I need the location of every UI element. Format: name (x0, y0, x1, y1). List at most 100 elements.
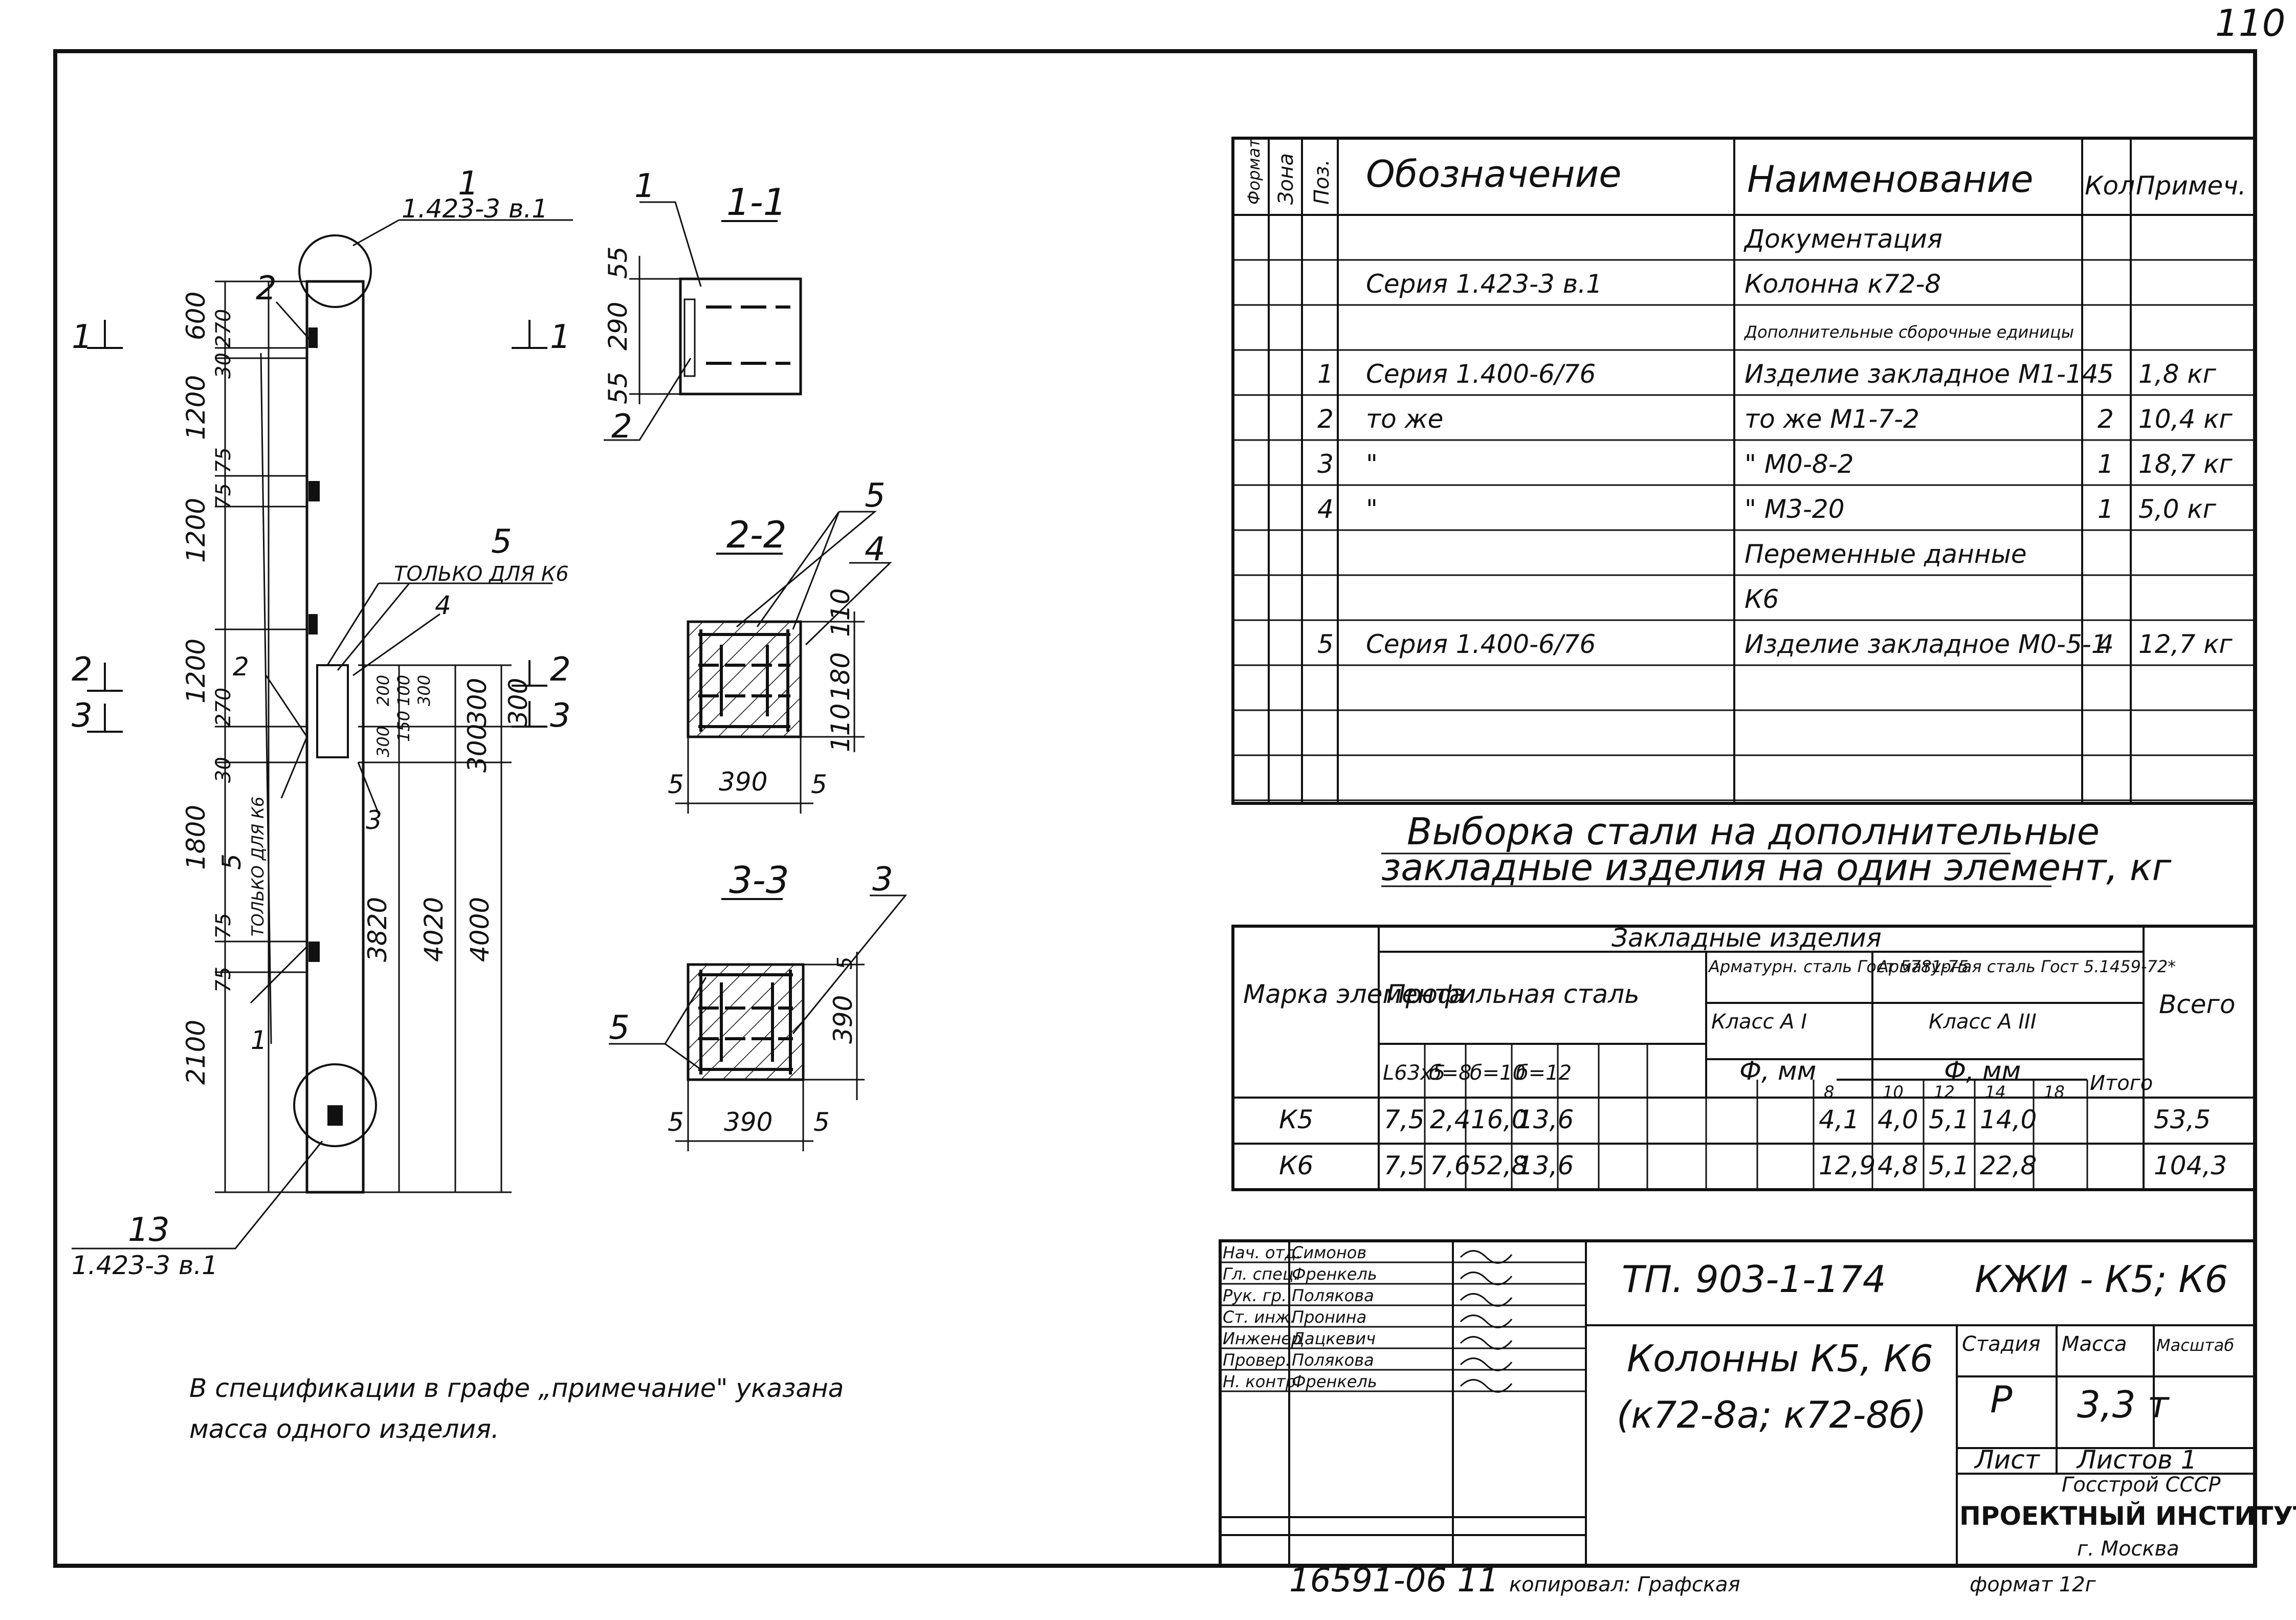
steel-dia-head: 12 (1934, 1082, 1955, 1102)
svg-text:Закладные изделия: Закладные изделия (1611, 923, 1882, 953)
spec-name: Изделие закладное М1-14 (1745, 359, 2099, 389)
spec-name: Изделие закладное М0-5-1 (1745, 629, 2108, 659)
svg-text:Кол: Кол (2085, 171, 2135, 201)
signature (1460, 1293, 1513, 1307)
spec-note: 12,7 кг (2138, 629, 2233, 659)
callout-top-num: 1 (458, 165, 479, 203)
svg-text:г. Москва: г. Москва (2077, 1537, 2179, 1561)
svg-text:ТП. 903-1-174: ТП. 903-1-174 (1622, 1258, 1886, 1301)
svg-text:1200: 1200 (181, 639, 211, 704)
spec-row: Дополнительные сборочные единицы (1743, 322, 2074, 342)
svg-text:Госстрой СССР: Госстрой СССР (2062, 1473, 2221, 1497)
svg-text:3820: 3820 (363, 897, 392, 962)
steel-value: 12,9 (1819, 1151, 1875, 1180)
svg-text:2: 2 (611, 408, 632, 446)
tb-role: Рук. гр. (1223, 1286, 1287, 1305)
steel-value: 52,8 (1471, 1151, 1528, 1180)
spec-name: К6 (1745, 584, 1779, 614)
svg-text:270: 270 (212, 688, 235, 727)
spec-pos: 3 (1317, 449, 1334, 479)
steel-dia-head: 14 (1985, 1082, 2006, 1102)
svg-text:Р: Р (1990, 1378, 2013, 1421)
steel-mark: К5 (1279, 1105, 1313, 1134)
tb-role: Гл. спец. (1223, 1264, 1299, 1284)
svg-text:55: 55 (603, 246, 633, 279)
section-marks (87, 320, 547, 733)
spec-row: Переменные данные (1745, 539, 2027, 569)
svg-text:Класс А III: Класс А III (1929, 1010, 2037, 1034)
svg-text:Класс А I: Класс А I (1711, 1010, 1807, 1034)
dims-left: 600 270 30 1200 75 75 1200 1200 270 30 1… (181, 292, 235, 1085)
svg-text:Формат: Формат (1244, 138, 1264, 205)
svg-text:Марка элемента: Марка элемента (1243, 979, 1465, 1009)
footer-format: формат 12г (1970, 1573, 2096, 1596)
signature (1460, 1336, 1513, 1350)
spec-designation: то же (1366, 404, 1443, 434)
svg-text:270: 270 (212, 309, 235, 348)
steel-value: 14,0 (1980, 1105, 2037, 1134)
svg-text:Зона: Зона (1274, 153, 1298, 205)
tb-role: Ст. инж. (1223, 1307, 1295, 1327)
svg-text:Поз.: Поз. (1310, 159, 1334, 205)
svg-text:Профильная сталь: Профильная сталь (1386, 979, 1640, 1009)
svg-text:5: 5 (668, 1107, 684, 1137)
section-1-1-title: 1-1 (726, 181, 787, 224)
spec-pos: 1 (1317, 359, 1334, 389)
steel-title-2: закладные изделия на один элемент, кг (1381, 846, 2172, 889)
spec-name: Переменные данные (1745, 539, 2027, 569)
svg-text:3: 3 (72, 697, 93, 735)
spec-pos: 5 (1317, 629, 1334, 659)
spec-name: то же М1-7-2 (1745, 404, 1919, 434)
steel-value: 22,8 (1980, 1151, 2037, 1180)
spec-pos: 4 (1317, 494, 1334, 524)
svg-text:5: 5 (813, 1107, 830, 1137)
svg-text:100: 100 (394, 675, 413, 706)
svg-text:Арматурная сталь Гост 5.1459-7: Арматурная сталь Гост 5.1459-72* (1876, 957, 2176, 976)
svg-text:200: 200 (373, 675, 393, 706)
svg-text:1200: 1200 (181, 498, 211, 563)
steel-value: 2,4 (1430, 1105, 1471, 1134)
signature (1460, 1272, 1513, 1285)
spec-row: К6 (1745, 584, 1779, 614)
svg-text:75: 75 (212, 447, 235, 473)
steel-total: 53,5 (2154, 1105, 2211, 1134)
spec-note: 1,8 кг (2138, 359, 2217, 389)
steel-dia-head: 18 (2044, 1082, 2065, 1102)
signature (1460, 1358, 1513, 1371)
svg-text:4020: 4020 (419, 897, 449, 962)
steel-value: 5,1 (1929, 1151, 1970, 1180)
svg-text:300: 300 (414, 675, 434, 706)
svg-text:Лист: Лист (1974, 1445, 2041, 1475)
svg-text:Итого: Итого (2090, 1071, 2153, 1095)
callout-bottom-ref: 1.423-3 в.1 (72, 1251, 218, 1280)
tb-name: Френкель (1292, 1264, 1377, 1284)
signature (1460, 1379, 1513, 1393)
section-3-3: 3-3 390 390 5 5 5 3 5 (609, 859, 908, 1151)
spec-designation: Серия 1.423-3 в.1 (1366, 269, 1602, 299)
steel-value: 13,6 (1517, 1151, 1574, 1180)
svg-text:2: 2 (233, 652, 249, 682)
svg-text:1: 1 (550, 318, 571, 356)
tb-role: Н. контр. (1223, 1372, 1301, 1391)
svg-text:180: 180 (826, 652, 855, 701)
svg-text:110: 110 (826, 588, 855, 637)
footer-copied: копировал: Графская (1509, 1573, 1740, 1596)
spec-pos: 2 (1317, 404, 1334, 434)
spec-table: Формат Зона Поз. Обозначение Наименовани… (1231, 137, 2257, 805)
steel-dia-head: 8 (1824, 1082, 1834, 1102)
section-2-2-title: 2-2 (726, 513, 787, 556)
steel-value: 4,0 (1878, 1105, 1918, 1134)
signature (1460, 1250, 1513, 1264)
svg-text:Масштаб: Масштаб (2156, 1336, 2234, 1355)
svg-text:1: 1 (72, 318, 93, 356)
svg-text:4000: 4000 (465, 897, 495, 962)
steel-dia-head: 10 (1883, 1082, 1904, 1102)
only-k6-top: ТОЛЬКО ДЛЯ К6 (394, 562, 569, 586)
svg-text:3: 3 (872, 861, 893, 899)
svg-text:1800: 1800 (181, 805, 211, 870)
steel-value: 16,0 (1471, 1105, 1528, 1134)
spec-designation: " (1366, 494, 1378, 524)
